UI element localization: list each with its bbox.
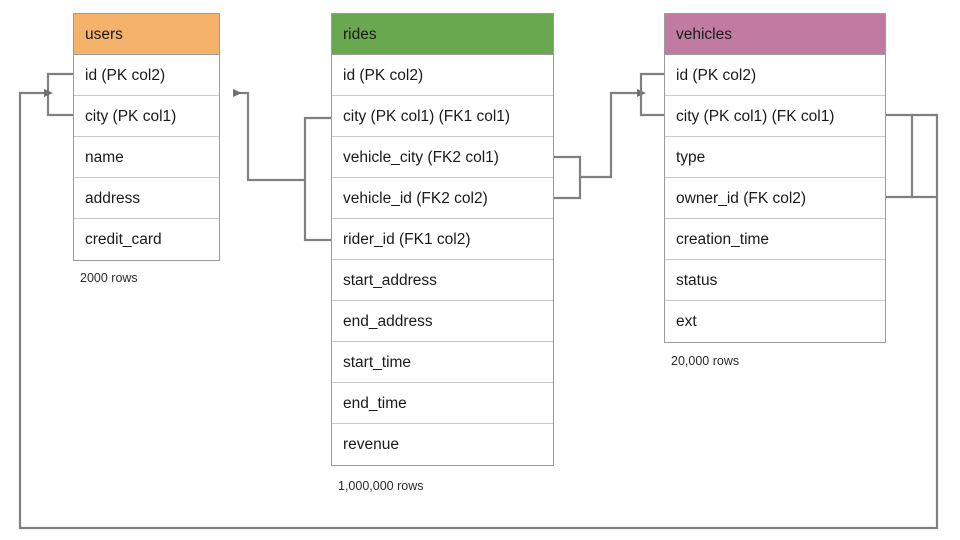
table-users-column-city[interactable]: city (PK col1)	[74, 96, 219, 137]
connector-rides-to-users	[233, 89, 331, 242]
table-rides-column-start-address[interactable]: start_address	[332, 260, 553, 301]
table-rides-column-city[interactable]: city (PK col1) (FK1 col1)	[332, 96, 553, 137]
table-rides-column-end-address[interactable]: end_address	[332, 301, 553, 342]
connector-rides-to-vehicles	[554, 89, 646, 200]
table-rides-column-vehicle-city[interactable]: vehicle_city (FK2 col1)	[332, 137, 553, 178]
table-users-header: users	[74, 14, 219, 55]
table-vehicles-column-type[interactable]: type	[665, 137, 885, 178]
table-vehicles-header: vehicles	[665, 14, 885, 55]
table-vehicles-column-status[interactable]: status	[665, 260, 885, 301]
table-vehicles-column-city[interactable]: city (PK col1) (FK col1)	[665, 96, 885, 137]
table-rides-column-revenue[interactable]: revenue	[343, 436, 400, 453]
table-rides-column-vehicle-id[interactable]: vehicle_id (FK2 col2)	[332, 178, 553, 219]
table-users-column-address[interactable]: address	[74, 178, 219, 219]
table-users-column-credit-card[interactable]: credit_card	[85, 231, 162, 248]
table-users-column-id[interactable]: id (PK col2)	[74, 55, 219, 96]
table-rides[interactable]: rides id (PK col2) city (PK col1) (FK1 c…	[331, 13, 554, 466]
table-users-column-name[interactable]: name	[74, 137, 219, 178]
table-users-row-count: 2000 rows	[80, 271, 138, 285]
vehicles-right-bracket	[886, 113, 914, 199]
connector-vehicles-to-users	[18, 89, 939, 530]
table-users[interactable]: users id (PK col2) city (PK col1) name a…	[73, 13, 220, 261]
table-vehicles-column-id[interactable]: id (PK col2)	[665, 55, 885, 96]
table-rides-column-start-time[interactable]: start_time	[332, 342, 553, 383]
table-rides-column-rider-id[interactable]: rider_id (FK1 col2)	[332, 219, 553, 260]
table-rides-header: rides	[332, 14, 553, 55]
table-vehicles[interactable]: vehicles id (PK col2) city (PK col1) (FK…	[664, 13, 886, 343]
table-vehicles-row-count: 20,000 rows	[671, 354, 740, 368]
table-rides-column-end-time[interactable]: end_time	[332, 383, 553, 424]
users-left-bracket	[46, 72, 73, 117]
table-vehicles-column-ext[interactable]: ext	[676, 313, 697, 330]
table-rides-row-count: 1,000,000 rows	[338, 479, 424, 493]
table-vehicles-column-creation-time[interactable]: creation_time	[665, 219, 885, 260]
table-rides-column-id[interactable]: id (PK col2)	[332, 55, 553, 96]
vehicles-left-bracket	[639, 72, 664, 117]
table-vehicles-column-owner-id[interactable]: owner_id (FK col2)	[665, 178, 885, 219]
